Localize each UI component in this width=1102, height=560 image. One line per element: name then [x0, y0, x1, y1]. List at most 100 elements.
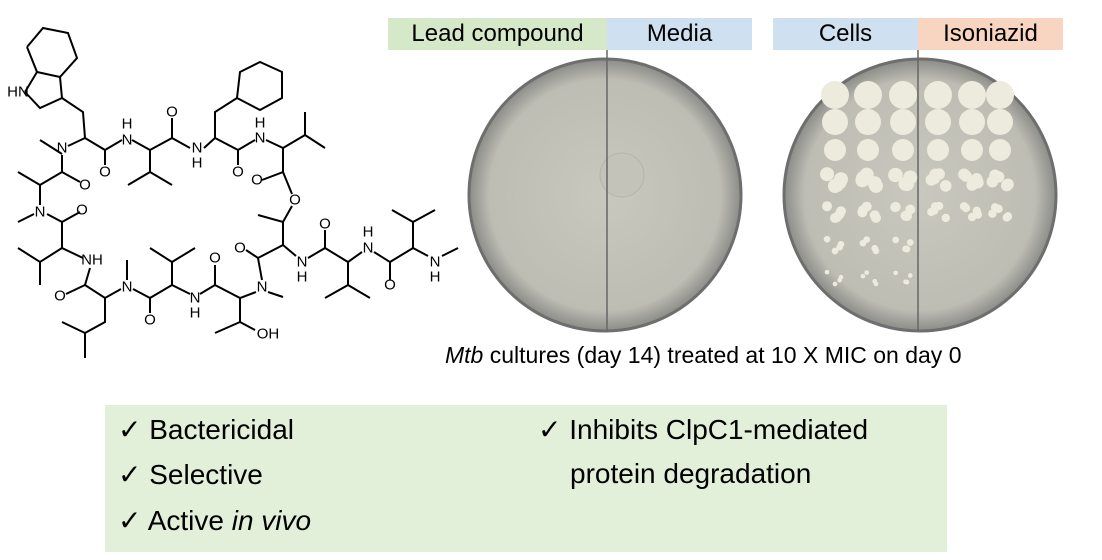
- atom-label: OH: [257, 326, 280, 343]
- bond: [239, 321, 256, 331]
- colony: [854, 81, 882, 109]
- bond: [39, 139, 63, 155]
- bond: [304, 134, 326, 149]
- atom-label: O: [209, 250, 221, 267]
- check-icon: ✓: [118, 414, 142, 445]
- caption-mtb: Mtb: [445, 342, 484, 368]
- colony: [822, 201, 833, 212]
- colony: [893, 270, 899, 276]
- label-media: Media: [607, 18, 752, 50]
- colony: [941, 213, 950, 223]
- item-inhibits-clpc1: ✓ Inhibits ClpC1-mediated: [538, 413, 868, 446]
- atom-label: H: [190, 305, 201, 322]
- colony: [855, 173, 870, 188]
- bond: [214, 265, 257, 300]
- atom-label: O: [251, 172, 263, 189]
- bond: [39, 170, 81, 205]
- colony: [958, 81, 986, 109]
- colony: [989, 139, 1011, 161]
- item-selective: ✓ Selective: [118, 458, 263, 491]
- atom-label: O: [79, 177, 91, 194]
- bond: [24, 71, 38, 93]
- colony: [892, 139, 914, 161]
- colony: [873, 281, 879, 287]
- atom-label: N: [192, 140, 203, 157]
- colony: [990, 203, 1000, 212]
- colony: [892, 236, 900, 244]
- colony: [857, 139, 879, 161]
- bond: [199, 284, 216, 295]
- colony: [924, 81, 952, 109]
- bond: [282, 244, 297, 257]
- atom-label: N: [57, 140, 68, 157]
- bond: [65, 283, 122, 300]
- atom-label: N: [257, 279, 268, 296]
- colony: [961, 139, 983, 161]
- bond: [441, 247, 459, 257]
- item-text: Selective: [149, 459, 263, 490]
- atom-label: N: [122, 132, 133, 149]
- summary-box: ✓ Bactericidal ✓ Selective ✓ Active in v…: [105, 405, 947, 552]
- bond: [84, 298, 106, 358]
- colony: [900, 177, 915, 192]
- bond: [61, 211, 84, 259]
- bond: [214, 97, 238, 138]
- atom-label: H: [363, 224, 374, 241]
- bond: [257, 257, 263, 281]
- colony: [837, 277, 842, 283]
- bond: [261, 139, 284, 181]
- plate-cells-isoniazid: [782, 50, 1058, 333]
- atom-label: N: [363, 240, 374, 257]
- colony: [831, 247, 839, 255]
- atom-label: HN: [7, 84, 29, 101]
- colony: [859, 239, 867, 247]
- bond: [149, 283, 191, 313]
- bond: [203, 136, 239, 165]
- atom-label: H: [255, 115, 266, 132]
- atom-label: O: [234, 240, 246, 257]
- colony: [831, 212, 842, 223]
- colony: [855, 109, 881, 135]
- atom-label: O: [54, 288, 66, 305]
- atom-label: N: [255, 130, 266, 147]
- colony: [868, 178, 883, 193]
- item-text: Bactericidal: [149, 414, 294, 445]
- colony: [902, 211, 913, 222]
- item-inhibits-clpc1-line2: protein degradation: [570, 458, 812, 489]
- colony: [824, 139, 846, 161]
- bond: [245, 222, 284, 260]
- item-text: Inhibits ClpC1-mediated: [569, 414, 869, 445]
- colony: [987, 109, 1013, 135]
- colony: [864, 270, 870, 275]
- caption-text: cultures (day 14) treated at 10 X MIC on…: [483, 342, 962, 368]
- colony: [1003, 212, 1013, 221]
- atom-label: H: [430, 269, 441, 286]
- colony: [958, 168, 970, 181]
- label-lead-compound: Lead compound: [388, 18, 607, 50]
- item-bactericidal: ✓ Bactericidal: [118, 413, 294, 446]
- colony: [939, 180, 952, 192]
- colony: [888, 168, 903, 183]
- bond: [67, 137, 86, 147]
- bond: [236, 60, 283, 112]
- colony: [925, 109, 951, 135]
- atom-label: O: [144, 312, 156, 329]
- colony: [860, 273, 866, 279]
- bond: [131, 118, 173, 152]
- atom-label: O: [319, 216, 331, 233]
- item-active-in-vivo: ✓ Active in vivo: [118, 504, 311, 537]
- colony: [930, 202, 940, 211]
- colony: [927, 139, 949, 161]
- label-cells: Cells: [773, 18, 918, 50]
- item-text-italic: in vivo: [231, 505, 312, 536]
- colony: [970, 173, 983, 185]
- colony: [890, 202, 901, 213]
- bond: [171, 247, 196, 263]
- atom-label: N: [122, 279, 133, 296]
- colony: [1002, 178, 1014, 191]
- bond: [282, 171, 293, 195]
- bond: [24, 76, 64, 110]
- colony: [824, 269, 830, 275]
- colony: [823, 235, 831, 243]
